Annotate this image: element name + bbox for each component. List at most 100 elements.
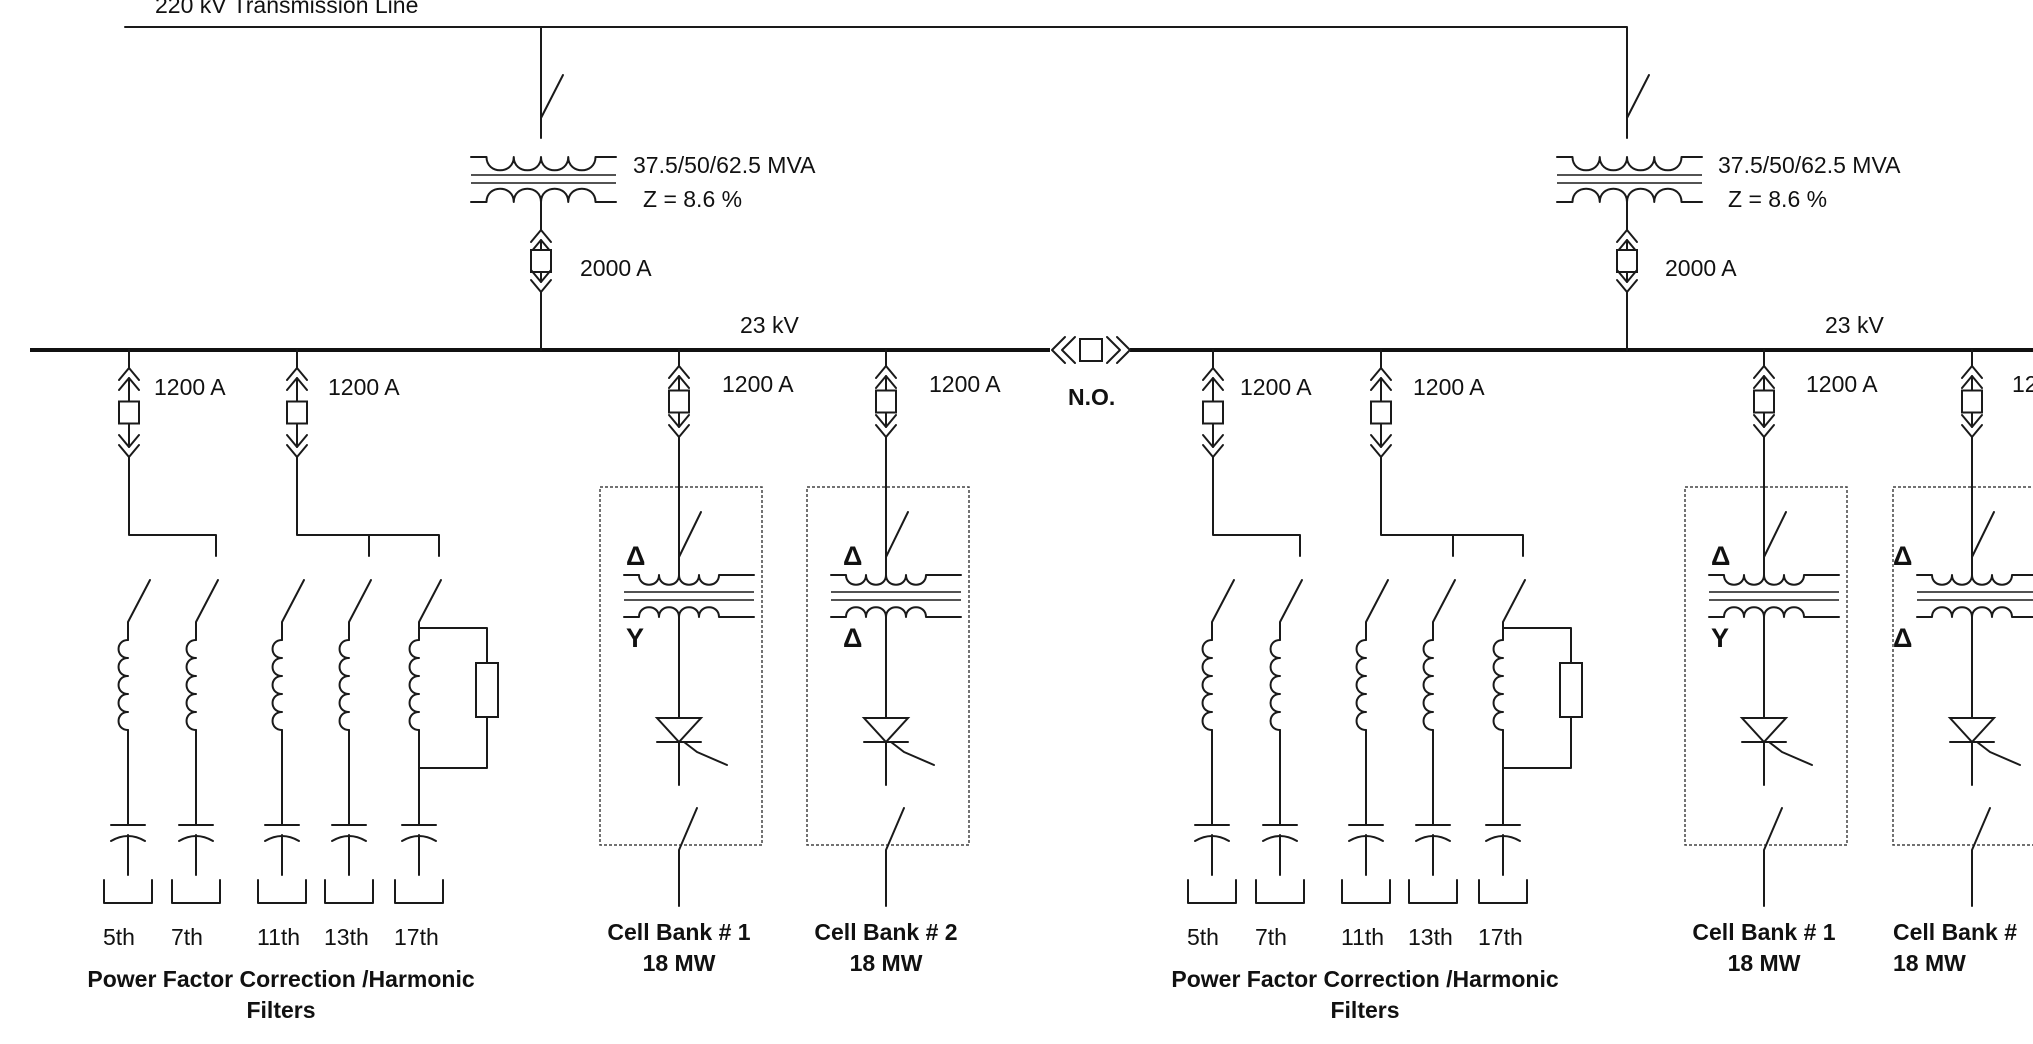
winding-primary-symbol: Δ	[1893, 541, 1912, 571]
breaker-body	[1616, 249, 1638, 273]
breaker-body	[1370, 400, 1392, 425]
feeder-bus	[1212, 464, 1301, 557]
transformer-winding-secondary	[1556, 187, 1703, 203]
breaker-body	[1202, 400, 1224, 425]
breaker-connector	[875, 414, 897, 446]
feeder-breaker-label-partial: 12	[2012, 371, 2033, 397]
thyristor-body	[1739, 717, 1789, 744]
cell-bank-name: Cell Bank #	[1893, 919, 2017, 945]
transformer-winding-primary	[470, 156, 617, 172]
rectifier-transformer-secondary	[623, 606, 755, 618]
filter-order-label: 7th	[1255, 924, 1287, 950]
breaker-connector	[668, 414, 690, 446]
winding-primary-symbol: Δ	[1711, 541, 1730, 571]
filter-order-label: 13th	[1408, 924, 1453, 950]
ground-tray	[257, 879, 307, 904]
disconnect-switch	[348, 579, 372, 626]
disconnect-switch	[127, 579, 151, 626]
thyristor-gate	[1949, 741, 2021, 786]
feeder-breaker-label: 1200 A	[328, 374, 400, 400]
thyristor-body	[654, 717, 704, 744]
cell-bank-power: 18 MW	[1893, 950, 1966, 976]
disconnect-switch	[1365, 579, 1389, 626]
incoming-disconnect	[1626, 54, 1650, 119]
breaker-connector	[1202, 434, 1224, 466]
filter-group-title-line2: Filters	[1330, 997, 1399, 1023]
rectifier-transformer-primary	[830, 574, 962, 586]
winding-secondary-symbol: Y	[1711, 623, 1729, 653]
cell-bank-power: 18 MW	[1728, 950, 1801, 976]
ground-tray	[394, 879, 444, 904]
ground-tray	[171, 879, 221, 904]
breaker-body	[1753, 389, 1775, 414]
breaker-body	[286, 400, 308, 425]
rectifier-transformer-primary	[623, 574, 755, 586]
filter-order-label: 17th	[394, 924, 439, 950]
main-transformer-left	[470, 54, 617, 351]
rectifier-transformer-primary	[1708, 574, 1840, 586]
reactor-coil	[271, 639, 283, 731]
feeder-breaker-label: 1200 A	[722, 371, 794, 397]
winding-secondary-symbol: Y	[626, 623, 644, 653]
transformer-impedance-left: Z = 8.6 %	[643, 186, 742, 212]
ground-tray	[1478, 879, 1528, 904]
damping-resistor	[475, 662, 499, 718]
rectifier-transformer-secondary	[830, 606, 962, 618]
damping-resistor-lead	[1502, 627, 1572, 769]
thyristor-gate	[656, 741, 728, 786]
disconnect-switch	[1502, 579, 1526, 626]
cell-bank-enclosure	[806, 486, 970, 846]
damping-resistor	[1559, 662, 1583, 718]
winding-primary-symbol: Δ	[843, 541, 862, 571]
filter-order-label: 13th	[324, 924, 369, 950]
reactor-coil	[1355, 639, 1367, 731]
feeder-breaker-label: 1200 A	[154, 374, 226, 400]
disconnect-switch	[418, 579, 442, 626]
cell-bank-disconnect	[885, 511, 909, 558]
disconnect-switch	[1432, 579, 1456, 626]
reactor-coil	[1422, 639, 1434, 731]
filter-group-title: Power Factor Correction /Harmonic	[1171, 966, 1558, 992]
breaker-connector	[530, 269, 552, 301]
cell-bank-enclosure	[1684, 486, 1848, 846]
output-disconnect	[1763, 807, 1783, 907]
cell-bank-enclosure	[1892, 486, 2033, 846]
bus-voltage-label-right: 23 kV	[1825, 312, 1884, 338]
breaker-body	[875, 389, 897, 414]
transformer-breaker-left: 2000 A	[580, 255, 652, 281]
filter-order-label: 17th	[1478, 924, 1523, 950]
cell-bank-name: Cell Bank # 2	[814, 919, 957, 945]
thyristor-gate	[1741, 741, 1813, 786]
ground-tray	[1187, 879, 1237, 904]
cell-bank-power: 18 MW	[643, 950, 716, 976]
filter-order-label: 11th	[257, 924, 300, 950]
breaker-connector	[1370, 434, 1392, 466]
disconnect-switch	[195, 579, 219, 626]
bus-voltage-label-left: 23 kV	[740, 312, 799, 338]
cell-bank-name: Cell Bank # 1	[1692, 919, 1835, 945]
transformer-winding-primary	[1556, 156, 1703, 172]
feeder-breaker-label: 1200 A	[1806, 371, 1878, 397]
thyristor-body	[861, 717, 911, 744]
ground-tray	[1255, 879, 1305, 904]
ground-tray	[1341, 879, 1391, 904]
feeder-bus	[1380, 464, 1524, 557]
filter-order-label: 11th	[1341, 924, 1384, 950]
rectifier-transformer-secondary	[1916, 606, 2033, 618]
transformer-impedance-right: Z = 8.6 %	[1728, 186, 1827, 212]
reactor-coil	[1201, 639, 1213, 731]
main-transformer-right	[1556, 54, 1703, 351]
disconnect-switch	[1211, 579, 1235, 626]
transformer-rating-left: 37.5/50/62.5 MVA	[633, 152, 816, 178]
breaker-connector	[118, 434, 140, 466]
reactor-coil	[408, 639, 420, 731]
breaker-body	[118, 400, 140, 425]
transmission-line	[124, 26, 1628, 56]
filter-order-label: 7th	[171, 924, 203, 950]
filter-group-title-line2: Filters	[246, 997, 315, 1023]
reactor-coil	[185, 639, 197, 731]
breaker-connector	[1616, 269, 1638, 301]
cell-bank-name: Cell Bank # 1	[607, 919, 750, 945]
ground-tray	[1408, 879, 1458, 904]
